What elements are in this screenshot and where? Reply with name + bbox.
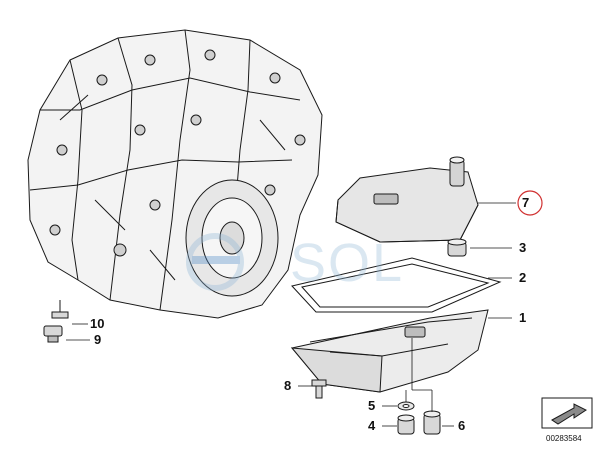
leader-lines [66,202,516,427]
callout-5: 5 [368,398,376,413]
watermark-logo [186,233,244,291]
watermark-text: SOL [290,233,405,293]
callout-6: 6 [458,418,466,433]
part-1-oil-pan [290,309,489,393]
part-7-filter [335,156,479,243]
callout-9: 9 [94,332,102,347]
callout-10: 10 [90,316,105,331]
transmission-housing [27,29,323,319]
part-5-washer [397,401,415,411]
part-6-plug [423,410,441,435]
part-3-bushing [447,238,467,257]
corner-arrow-icon [541,397,593,429]
callout-7: 7 [522,195,530,210]
callout-3: 3 [519,240,527,255]
diagram-number: 00283584 [546,434,582,443]
part-9-plug [43,325,63,343]
callout-1: 1 [519,310,527,325]
callout-4: 4 [368,418,376,433]
part-8-bolt [311,379,327,399]
callout-8: 8 [284,378,292,393]
part-2-gasket [291,257,502,313]
highlight-circle [517,190,543,216]
part-4-plug [397,414,415,435]
callout-2: 2 [519,270,527,285]
part-10-bolt [51,300,69,319]
